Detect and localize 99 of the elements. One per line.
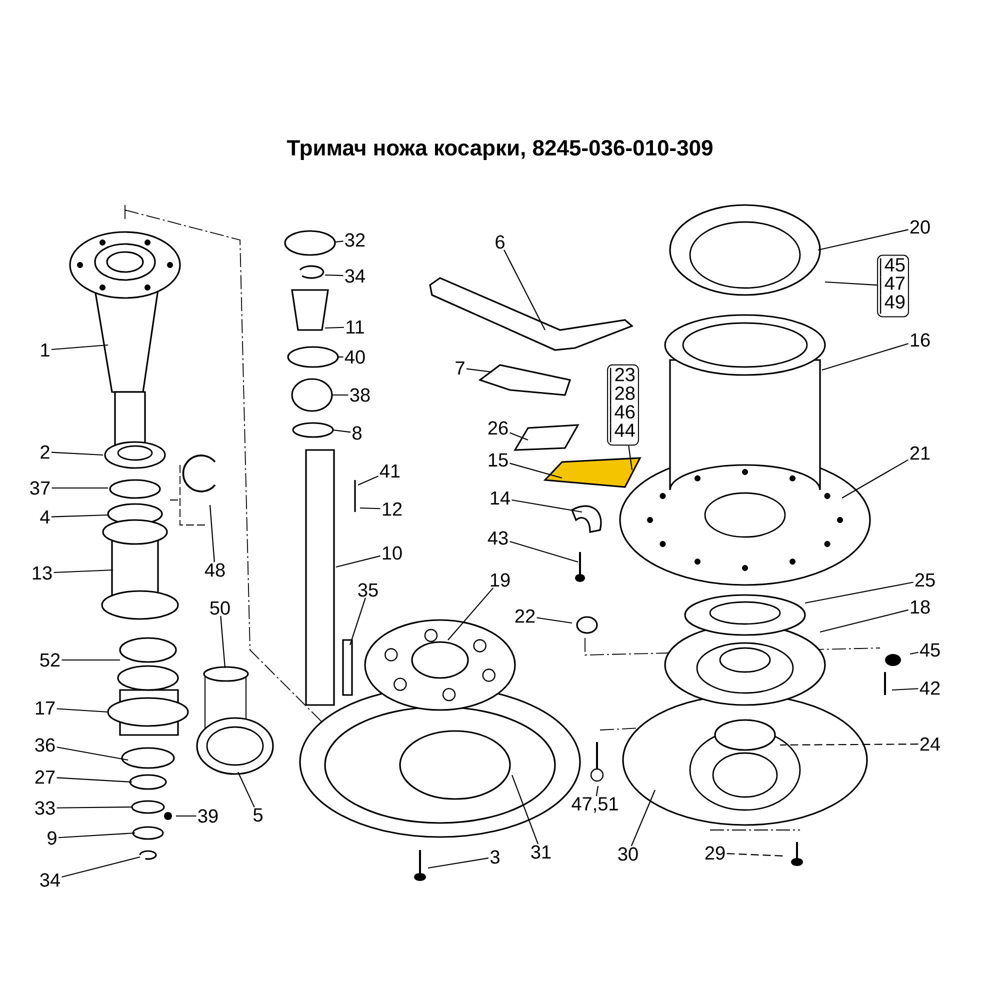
callout-number: 48 [204,563,225,577]
callout-number: 36 [35,738,55,752]
leader-line [56,806,132,808]
callout-number: 37 [30,481,50,495]
leader-line [630,790,656,846]
callout-box: 23 28 46 44 [607,364,639,446]
callout-number: 43 [488,531,508,545]
callout-number: 30 [618,847,638,861]
callout-number: 33 [35,801,55,815]
callout-number: 52 [40,653,60,667]
leader-line [818,229,908,251]
callout-number: 25 [915,573,935,587]
callout-number: 16 [910,333,930,347]
callout-number: 39 [198,809,218,823]
leader-line [56,708,108,713]
callout-number: 3 [490,850,500,864]
callout-number: 7 [456,361,464,375]
leader-line [51,514,108,518]
leader-line [54,569,114,574]
callout-number: 34 [345,269,365,283]
leader-line [504,250,546,330]
callout-number: 22 [515,609,535,623]
leader-line [51,452,104,456]
leader-line [596,786,599,796]
callout-number: 14 [490,491,510,505]
callout-number: 31 [531,845,551,859]
callout-number: 29 [705,846,725,860]
callout-number: 35 [358,583,378,597]
leader-line [428,858,489,869]
leader-line [324,274,344,276]
callout-number: 10 [382,546,402,560]
leader-line [536,617,572,624]
leader-line [804,582,914,604]
callout-number: 32 [345,233,365,247]
leader-line [209,504,215,562]
callout-number: 27 [35,770,55,784]
callout-number: 26 [488,421,508,435]
callout-number: 15 [488,453,508,467]
callout-number: 24 [920,737,940,751]
leader-line [56,777,132,783]
leader-line [360,507,380,510]
callout-number: 34 [40,873,60,887]
callout-number: 1 [41,343,50,357]
leader-line [628,446,633,470]
title: Тримач ножа косарки, 8245-036-010-309 [286,140,712,160]
callout-number: 47,51 [572,797,618,813]
leader-line [176,815,196,817]
callout-number: 41 [380,464,400,478]
callout-box: 45 47 49 [877,254,909,318]
callout-number: 40 [344,350,365,364]
leader-line [892,688,918,691]
callout-number: 18 [910,600,930,614]
leader-line [910,652,918,655]
leader-line [510,462,562,479]
leader-line [512,774,539,844]
callout-number: 42 [920,681,940,695]
leader-line [220,616,226,668]
callout-number: 19 [490,573,510,587]
leader-line [842,459,909,498]
callout-number: 45 [920,643,940,657]
callout-number: 5 [253,808,262,822]
callout-number: 17 [36,701,55,715]
leader-line [466,368,492,373]
leader-line [726,852,784,857]
leader-line [780,744,918,746]
leader-line [332,429,351,433]
callout-number: 21 [910,446,930,460]
callout-number: 38 [350,388,370,402]
callout-number: 9 [48,831,56,845]
leader-line [822,343,908,371]
callout-number: 6 [496,235,504,249]
leader-line [824,281,878,286]
leader-line [58,832,136,838]
leader-line [358,476,378,486]
callout-number: 2 [40,445,50,459]
leader-line [332,394,348,396]
leader-line [62,856,140,878]
leader-line [51,344,108,350]
leader-line [336,555,380,568]
leader-line [820,609,908,633]
leader-line [52,487,108,489]
callout-number: 20 [910,220,930,234]
leader-line [62,659,120,661]
leader-line [512,499,582,513]
callout-number: 13 [32,566,52,580]
leader-line [510,541,578,563]
leader-line [56,746,128,761]
callout-number: 4 [40,510,50,524]
leader-line [238,772,255,808]
callout-number: 8 [352,426,362,440]
callout-number: 11 [346,320,364,334]
leader-line [349,598,366,646]
callout-number: 12 [382,502,402,516]
leader-line [334,240,344,243]
callout-number: 50 [210,601,230,615]
leader-line [324,326,344,329]
leader-line [448,588,494,640]
leader-line [510,432,528,441]
leader-line [338,356,344,358]
